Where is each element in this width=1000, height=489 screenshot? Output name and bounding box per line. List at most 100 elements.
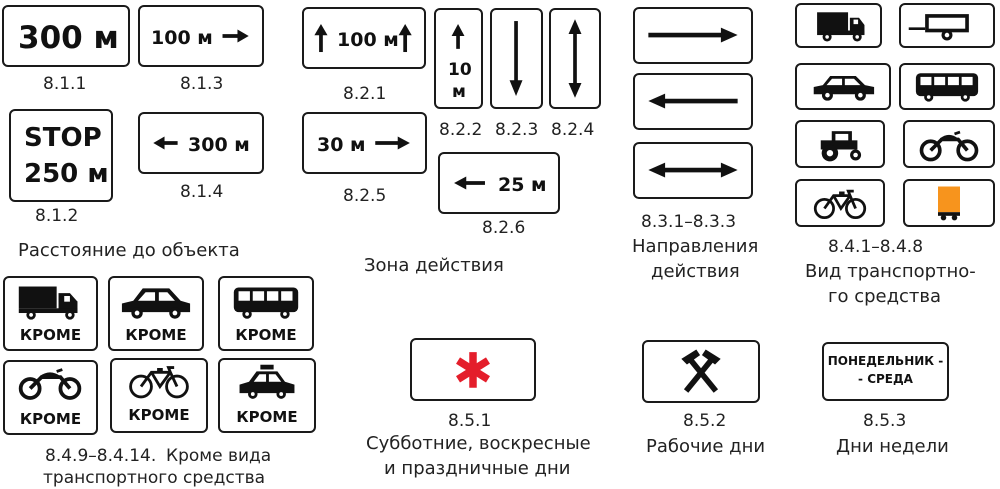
sign-8-2-4 — [549, 8, 601, 109]
sign-8-4-1 — [795, 3, 882, 48]
arrow-left-icon — [454, 176, 485, 190]
arrow-up-down-icon — [568, 19, 582, 98]
code-8-1-2: 8.1.2 — [35, 206, 79, 226]
sign-8-2-5-text: 30 м — [317, 134, 366, 156]
sign-8-5-3: ПОНЕДЕЛЬНИК - - СРЕДА — [822, 342, 949, 401]
caption-distance: Расстояние до объекта — [18, 240, 240, 261]
code-8-2-3: 8.2.3 — [495, 120, 539, 140]
sign-8-5-3-line2: - СРЕДА — [858, 372, 913, 386]
sign-8-2-2-line1: 10 — [448, 60, 472, 80]
sign-8-2-2: 10 м — [434, 8, 483, 109]
arrow-left-right-icon — [648, 162, 738, 178]
sign-8-4-7 — [795, 179, 885, 227]
arrow-left-icon — [648, 93, 738, 109]
caption-zone: Зона действия — [364, 255, 504, 276]
sign-8-4-12: КРОМЕ — [3, 360, 98, 435]
code-8-5-1: 8.5.1 — [448, 411, 492, 431]
code-8-4-9-14: 8.4.9–8.4.14. — [45, 446, 157, 466]
sign-8-4-13: КРОМЕ — [110, 358, 208, 433]
caption-vehicle-1: Вид транспортно- — [805, 261, 976, 282]
motorcycle-icon — [18, 368, 82, 400]
sign-8-1-1: 300 м — [2, 5, 130, 67]
arrow-up-icon — [451, 24, 465, 49]
arrow-up-icon — [314, 23, 412, 53]
sign-8-1-2-line1: STOP — [24, 123, 102, 153]
sign-8-2-1: 100 м — [302, 7, 426, 69]
sign-8-3-2 — [633, 73, 753, 130]
code-8-5-3: 8.5.3 — [863, 411, 907, 431]
sign-8-1-1-text: 300 м — [18, 20, 119, 56]
sign-8-4-10: КРОМЕ — [108, 276, 204, 351]
code-8-1-3: 8.1.3 — [180, 74, 224, 94]
arrow-down-icon — [509, 21, 523, 96]
caption-direction-1: Направления — [632, 236, 759, 257]
code-8-4-1-8: 8.4.1–8.4.8 — [828, 237, 924, 257]
hazardous-goods-icon — [938, 186, 960, 221]
sign-8-2-6: 25 м — [438, 152, 560, 214]
arrow-left-icon — [153, 136, 178, 150]
kroma-label: КРОМЕ — [236, 408, 298, 426]
sign-8-1-4: 300 м — [138, 112, 264, 174]
trailer-icon — [908, 14, 969, 41]
sign-8-4-14: КРОМЕ — [218, 358, 316, 433]
caption-direction-2: действия — [651, 261, 740, 282]
kroma-label: КРОМЕ — [235, 326, 297, 344]
sign-8-5-2 — [642, 340, 760, 403]
caption-weekend-1: Субботние, воскресные — [366, 433, 591, 454]
arrow-right-icon — [375, 136, 410, 150]
truck-icon — [18, 286, 78, 320]
tractor-icon — [820, 131, 862, 162]
caption-workdays: Рабочие дни — [646, 436, 766, 457]
bicycle-icon — [129, 366, 189, 399]
sign-8-1-3-text: 100 м — [151, 27, 213, 49]
sign-8-4-8 — [903, 179, 995, 227]
sign-8-4-4 — [899, 63, 995, 110]
caption-vehicle-2: го средства — [828, 286, 942, 307]
sign-8-5-1 — [410, 338, 536, 401]
caption-weekdays: Дни недели — [836, 436, 949, 457]
motorcycle-icon — [919, 130, 979, 162]
kroma-label: КРОМЕ — [128, 406, 190, 424]
sign-8-3-3 — [633, 142, 753, 199]
caption-except-2: транспортного средства — [43, 468, 266, 488]
sign-8-2-5: 30 м — [302, 112, 427, 174]
code-8-2-4: 8.2.4 — [551, 120, 595, 140]
sign-8-1-4-text: 300 м — [188, 134, 250, 156]
car-icon — [121, 288, 191, 319]
sign-8-1-2-line2: 250 м — [24, 159, 109, 189]
code-8-2-6: 8.2.6 — [482, 218, 526, 238]
code-8-1-1: 8.1.1 — [43, 74, 87, 94]
code-8-3-x: 8.3.1–8.3.3 — [641, 212, 737, 232]
car-icon — [813, 75, 875, 101]
bus-icon — [915, 73, 979, 102]
caption-except-1: Кроме вида — [166, 446, 272, 466]
arrow-right-icon — [222, 29, 249, 43]
kroma-label: КРОМЕ — [19, 410, 82, 428]
taxi-icon — [239, 364, 295, 399]
sign-8-2-2-line2: м — [452, 82, 466, 102]
sign-8-4-9: КРОМЕ — [3, 276, 98, 351]
sign-8-5-3-line1: ПОНЕДЕЛЬНИК - — [827, 354, 944, 368]
bus-icon — [233, 287, 299, 319]
sign-8-3-1 — [633, 7, 753, 64]
code-8-2-2: 8.2.2 — [439, 120, 483, 140]
sign-8-2-1-text: 100 м — [337, 29, 399, 51]
kroma-label: КРОМЕ — [125, 326, 187, 344]
sign-8-1-2: STOP 250 м — [9, 109, 113, 202]
sign-8-1-3: 100 м — [138, 5, 264, 67]
sign-8-2-3 — [490, 8, 543, 109]
code-8-2-1: 8.2.1 — [343, 84, 387, 104]
arrow-right-icon — [648, 27, 738, 43]
truck-icon — [817, 12, 865, 42]
sign-8-4-5 — [795, 120, 885, 168]
sign-8-2-6-text: 25 м — [498, 174, 547, 196]
code-8-5-2: 8.5.2 — [683, 411, 727, 431]
bicycle-icon — [813, 189, 867, 220]
asterisk-icon — [456, 352, 490, 388]
sign-8-4-6 — [903, 120, 995, 168]
sign-8-4-3 — [795, 63, 891, 110]
code-8-1-4: 8.1.4 — [180, 182, 224, 202]
hammers-icon — [681, 349, 721, 393]
sign-8-4-11: КРОМЕ — [218, 276, 314, 351]
sign-8-4-2 — [899, 3, 995, 48]
